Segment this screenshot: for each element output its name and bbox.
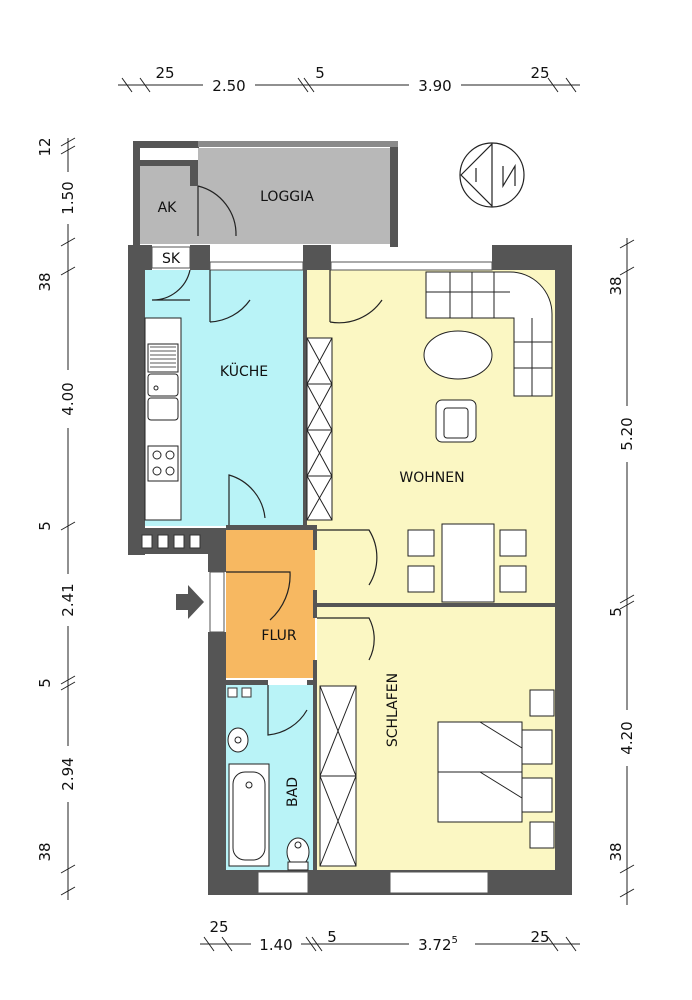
windows xyxy=(151,246,493,894)
kitchen-fixtures xyxy=(144,317,182,521)
bedroom-furniture xyxy=(437,689,555,849)
room-label-loggia: LOGGIA xyxy=(260,189,314,205)
room-label-bad: BAD xyxy=(285,777,301,807)
living-furniture xyxy=(407,271,553,603)
dim-top-b: 2.50 xyxy=(212,77,245,95)
hall-area xyxy=(226,530,315,678)
dim-left-f: 2.41 xyxy=(59,583,77,616)
room-labels: LOGGIA AK SK KÜCHE WOHNEN FLUR BAD SCHLA… xyxy=(158,189,465,807)
walls xyxy=(128,141,572,895)
dim-bottom-e: 25 xyxy=(530,928,549,946)
room-label-wohnen: WOHNEN xyxy=(399,470,464,486)
ak-area xyxy=(140,166,198,244)
dim-right-d: 4.20 xyxy=(618,721,636,754)
dim-bottom-d: 3.725 xyxy=(418,935,458,954)
dim-left-i: 38 xyxy=(36,842,54,861)
vent-blocks xyxy=(141,534,252,698)
compass-icon xyxy=(459,142,525,208)
dim-left-a: 12 xyxy=(36,137,54,156)
dim-right-c: 5 xyxy=(607,607,625,617)
entrance-arrow-icon xyxy=(176,585,204,619)
dim-top-c: 5 xyxy=(315,64,325,82)
room-label-kueche: KÜCHE xyxy=(220,362,268,380)
dim-left-g: 5 xyxy=(36,678,54,688)
dim-left-c: 38 xyxy=(36,272,54,291)
dim-bottom-b: 1.40 xyxy=(259,936,292,954)
dim-bottom-a: 25 xyxy=(209,918,228,936)
dim-left-d: 4.00 xyxy=(59,382,77,415)
loggia-area xyxy=(198,148,390,244)
dim-right-a: 38 xyxy=(607,276,625,295)
dim-top-e: 25 xyxy=(530,64,549,82)
wardrobes xyxy=(306,337,357,867)
dim-bottom-c: 5 xyxy=(327,928,337,946)
dim-top-a: 25 xyxy=(155,64,174,82)
dimension-text-backgrounds xyxy=(59,76,636,953)
dim-right-e: 38 xyxy=(607,842,625,861)
room-label-sk: SK xyxy=(162,251,181,267)
dim-left-e: 5 xyxy=(36,521,54,531)
bath-fixtures xyxy=(227,727,310,871)
room-label-flur: FLUR xyxy=(261,628,296,644)
dimension-labels: 25 2.50 5 3.90 25 25 1.40 5 3.725 25 12 … xyxy=(36,64,636,954)
dim-top-d: 3.90 xyxy=(418,77,451,95)
dim-left-h: 2.94 xyxy=(59,757,77,790)
dim-left-b: 1.50 xyxy=(59,181,77,214)
dim-right-b: 5.20 xyxy=(618,417,636,450)
doors xyxy=(151,185,383,736)
room-label-ak: AK xyxy=(158,200,178,216)
room-label-schlafen: SCHLAFEN xyxy=(385,673,401,747)
